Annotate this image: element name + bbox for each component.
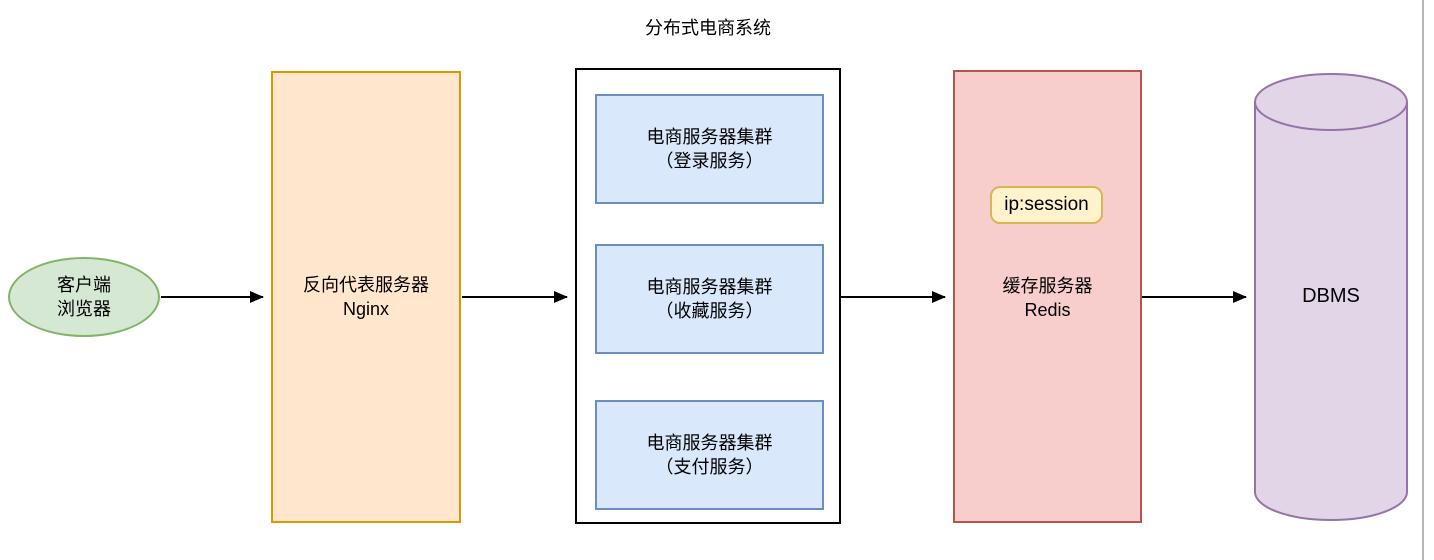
cluster-payment-label-line1: 电商服务器集群 [646,433,773,453]
cache-redis-label: 缓存服务器 Redis [955,274,1140,322]
node-dbms: DBMS [1254,73,1408,521]
node-reverse-proxy-nginx: 反向代表服务器 Nginx [271,71,461,523]
reverse-proxy-label-line1: 反向代表服务器 [303,275,429,295]
page-boundary-line [1422,0,1424,560]
client-browser-label-line1: 客户端 [57,275,111,295]
cluster-login-label-line1: 电商服务器集群 [646,127,773,147]
client-browser-label-line2: 浏览器 [57,299,111,319]
cluster-favorite-label-line1: 电商服务器集群 [646,277,773,297]
cluster-payment-label-line2: （支付服务） [655,457,764,477]
system-container: 电商服务器集群 （登录服务） 电商服务器集群 （收藏服务） 电商服务器集群 （支… [575,68,841,524]
cluster-favorite-label-line2: （收藏服务） [655,301,764,321]
node-cluster-favorite: 电商服务器集群 （收藏服务） [595,244,824,354]
node-cluster-payment: 电商服务器集群 （支付服务） [595,400,824,510]
node-cache-redis: ip:session 缓存服务器 Redis [953,70,1142,523]
cluster-login-label: 电商服务器集群 （登录服务） [647,125,773,173]
cluster-login-label-line2: （登录服务） [655,151,764,171]
client-browser-label: 客户端 浏览器 [57,273,111,321]
dbms-label: DBMS [1302,285,1360,307]
system-container-title: 分布式电商系统 [645,18,771,38]
node-cluster-login: 电商服务器集群 （登录服务） [595,94,824,204]
cluster-favorite-label: 电商服务器集群 （收藏服务） [647,275,773,323]
cluster-payment-label: 电商服务器集群 （支付服务） [647,431,773,479]
reverse-proxy-label-line2: Nginx [342,299,390,319]
reverse-proxy-label: 反向代表服务器 Nginx [303,273,429,321]
cache-redis-label-line2: Redis [1024,300,1071,320]
cache-redis-label-line1: 缓存服务器 [1002,276,1093,296]
node-client-browser: 客户端 浏览器 [8,257,160,337]
ip-session-badge: ip:session [990,186,1103,224]
dbms-cylinder-shape [1254,73,1408,521]
